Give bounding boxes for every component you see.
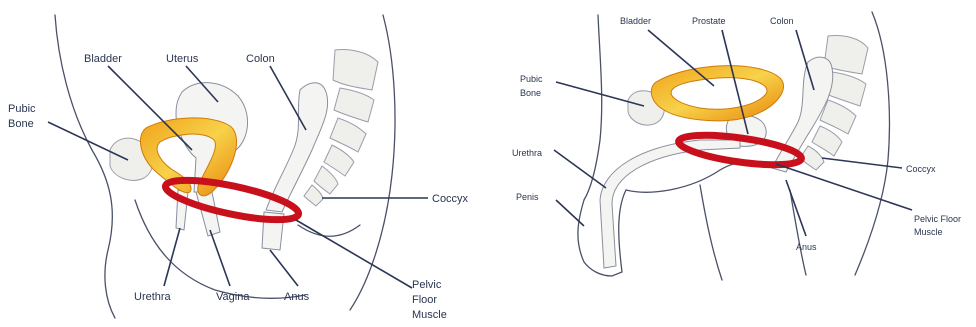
male-bladder — [651, 66, 783, 121]
male-penis-leader — [556, 200, 584, 226]
male-leg-back-outline — [790, 190, 806, 275]
male-leg-front-outline — [700, 185, 722, 280]
male-label-pelvic-floor-line2: Muscle — [914, 227, 943, 237]
female-anus-leader — [270, 250, 298, 286]
male-label-colon: Colon — [770, 16, 794, 26]
male-pelvic-floor-muscle — [677, 129, 803, 170]
male-label-pelvic-floor-line1: Pelvic Floor — [914, 214, 961, 224]
female-pubic-bone-leader — [48, 122, 128, 160]
female-label-coccyx: Coccyx — [432, 193, 469, 205]
male-label-penis: Penis — [516, 192, 539, 202]
male-label-pubic-bone-line1: Pubic — [520, 74, 543, 84]
male-pelvic-floor-leader — [776, 164, 912, 210]
female-vagina-leader — [210, 230, 230, 286]
male-label-coccyx: Coccyx — [906, 164, 936, 174]
female-label-colon: Colon — [246, 53, 275, 65]
male-coccyx-leader — [822, 158, 902, 168]
male-label-anus: Anus — [796, 242, 817, 252]
female-label-pubic-bone-line2: Bone — [8, 118, 34, 130]
female-label-urethra: Urethra — [134, 291, 172, 303]
male-body-outline-front — [584, 15, 602, 200]
female-label-pelvic-floor-line2: Floor — [412, 294, 437, 306]
female-label-anus: Anus — [284, 291, 310, 303]
male-pubic-bone-leader — [556, 82, 644, 106]
male-label-pubic-bone-line2: Bone — [520, 88, 541, 98]
female-label-pelvic-floor-line1: Pelvic — [412, 279, 442, 291]
female-label-pubic-bone-line1: Pubic — [8, 103, 36, 115]
female-label-bladder: Bladder — [84, 53, 122, 65]
male-label-bladder: Bladder — [620, 16, 651, 26]
female-diagram: Bladder Uterus Colon Pubic Bone Coccyx U… — [8, 15, 469, 321]
male-label-prostate: Prostate — [692, 16, 726, 26]
male-label-urethra: Urethra — [512, 148, 542, 158]
female-label-uterus: Uterus — [166, 53, 199, 65]
female-label-vagina: Vagina — [216, 291, 250, 303]
female-label-pelvic-floor-line3: Muscle — [412, 309, 447, 321]
male-diagram: Bladder Prostate Colon Pubic Bone Urethr… — [512, 12, 961, 280]
female-pelvic-floor-leader — [296, 220, 412, 288]
